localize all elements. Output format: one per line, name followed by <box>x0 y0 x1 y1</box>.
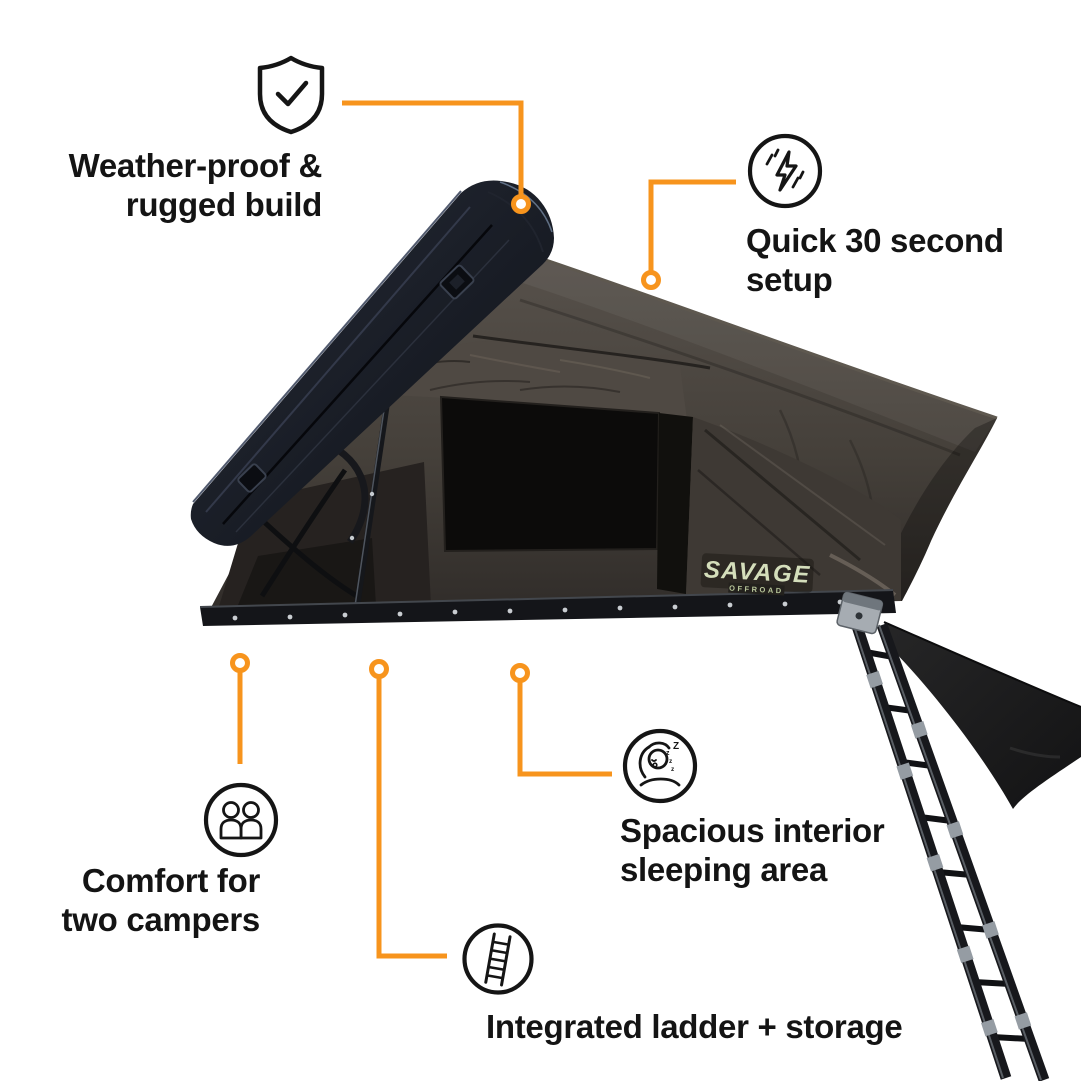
feature-label-comfort: Comfort for two campers <box>20 861 261 939</box>
brand-logo-text: SAVAGE <box>703 556 811 589</box>
lightning-icon <box>746 132 824 210</box>
svg-text:z: z <box>666 750 670 757</box>
brand-logo-subtext: OFFROAD <box>729 584 784 596</box>
sleeping-person-icon: z Z z z <box>621 727 699 805</box>
tent-window-opening <box>439 395 693 594</box>
feature-label-spacious: Spacious interior sleeping area <box>620 811 885 889</box>
tent-cover-flag <box>883 621 1081 809</box>
tent-awning-flap <box>379 334 711 420</box>
ladder-icon <box>461 922 535 996</box>
connector-dot-ladder <box>369 659 389 679</box>
connector-spacious <box>517 682 612 777</box>
feature-label-line: Integrated ladder + storage <box>486 1008 903 1045</box>
feature-label-line: setup <box>746 261 833 298</box>
tent-door-flap <box>686 417 901 601</box>
lid-latch <box>237 463 267 493</box>
connector-quick-setup <box>648 179 736 271</box>
svg-text:z: z <box>669 758 673 765</box>
feature-label-line: two campers <box>61 901 261 938</box>
feature-label-line: Quick 30 second <box>746 222 1004 259</box>
feature-label-line: rugged build <box>125 186 323 223</box>
brand-logo: SAVAGE OFFROAD <box>700 553 814 596</box>
feature-label-weatherproof: Weather-proof & rugged build <box>30 146 323 224</box>
connector-ladder <box>376 678 447 959</box>
tent-ladder <box>836 591 1050 1081</box>
feature-label-ladder: Integrated ladder + storage <box>486 1007 903 1046</box>
connector-dot-comfort <box>230 653 250 673</box>
tent-hardshell-lid <box>190 180 554 546</box>
feature-label-quick-setup: Quick 30 second setup <box>746 221 1004 299</box>
feature-label-line: Weather-proof & <box>68 147 323 184</box>
lid-latch <box>439 264 475 300</box>
feature-label-line: Comfort for <box>81 862 260 899</box>
connector-dot-quick-setup <box>641 270 661 290</box>
svg-text:z: z <box>671 766 675 773</box>
svg-text:Z: Z <box>673 741 679 752</box>
connector-dot-spacious <box>510 663 530 683</box>
connector-dot-weatherproof <box>511 194 531 214</box>
ladder-hinge-bracket <box>836 591 884 635</box>
feature-label-line: sleeping area <box>620 851 828 888</box>
shield-check-icon <box>254 54 328 136</box>
connector-weatherproof <box>342 100 524 195</box>
two-people-icon <box>202 781 280 859</box>
feature-label-line: Spacious interior <box>620 812 885 849</box>
